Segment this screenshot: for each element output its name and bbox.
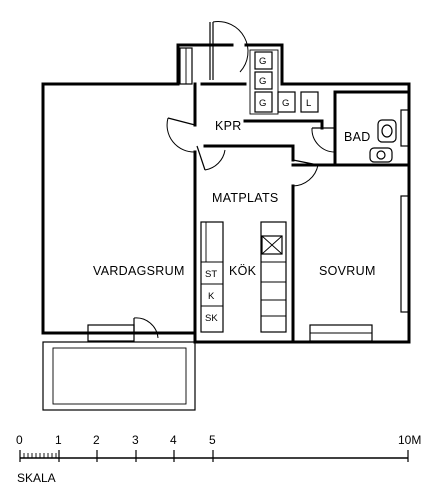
cabinets: G G G G L: [249, 49, 319, 115]
scale-tick-10m: 10M: [398, 433, 421, 447]
scale-bar: 0 1 2 3 4 5 10M SKALA: [16, 433, 421, 485]
scale-tick-2: 2: [93, 433, 100, 447]
scale-tick-3: 3: [132, 433, 139, 447]
room-label-vardagsrum: VARDAGSRUM: [93, 264, 185, 278]
balcony: [42, 341, 196, 411]
fixture-sk: SK: [205, 313, 218, 324]
fixture-st: ST: [205, 269, 217, 280]
balcony-door: [133, 317, 159, 339]
door-bad: [311, 127, 336, 153]
cabinet-g4: G: [282, 98, 289, 109]
interior-walls: [193, 82, 411, 344]
cabinet-l: L: [306, 98, 311, 109]
cabinet-g2: G: [259, 76, 266, 87]
scale-tick-1: 1: [55, 433, 62, 447]
cabinet-g1: G: [259, 56, 266, 67]
room-label-matplats: MATPLATS: [212, 191, 279, 205]
kitchen-fittings: ST K SK: [200, 221, 287, 333]
room-label-kpr: KPR: [215, 119, 242, 133]
scale-tick-5: 5: [209, 433, 216, 447]
fixture-k: K: [208, 291, 215, 302]
scale-label: SKALA: [17, 471, 56, 485]
room-label-kok: KÖK: [229, 264, 257, 278]
room-label-bad: BAD: [344, 130, 371, 144]
scale-tick-4: 4: [170, 433, 177, 447]
scale-tick-0: 0: [16, 433, 23, 447]
door-kok: [196, 145, 226, 171]
door-vardagsrum: [166, 117, 196, 153]
room-label-sovrum: SOVRUM: [319, 264, 376, 278]
entrance-door: [179, 21, 249, 85]
cabinet-g3: G: [259, 98, 266, 109]
bathroom-fixtures: [369, 119, 397, 163]
door-sovrum: [292, 159, 319, 187]
